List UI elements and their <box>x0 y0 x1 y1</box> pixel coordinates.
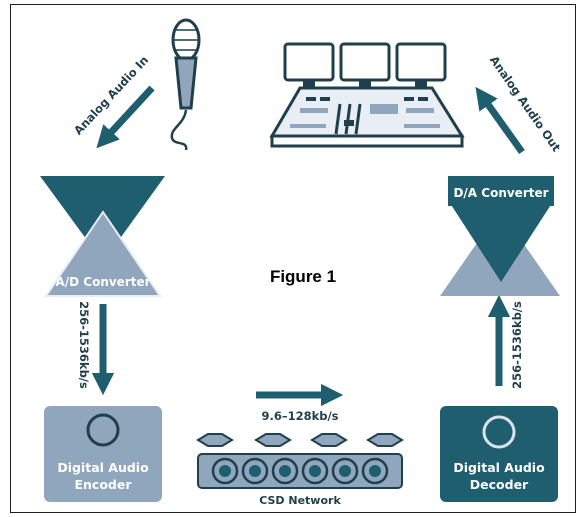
rate-right-label: 256-1536kb/s <box>510 301 524 389</box>
ad-converter-label: A/D Converter <box>55 275 150 289</box>
mixing-console-icon <box>269 42 465 148</box>
decoder-block <box>440 406 558 502</box>
rate-left-label: 256-1536kb/s <box>77 301 91 389</box>
network-label: CSD Network <box>259 494 341 507</box>
encoder-label-line1: Digital Audio <box>57 460 149 475</box>
decoder-label-line1: Digital Audio <box>453 460 545 475</box>
ad-converter-block <box>40 176 165 297</box>
decoder-label-line2: Decoder <box>470 477 529 492</box>
da-converter-label: D/A Converter <box>453 186 548 200</box>
encoder-label-line2: Encoder <box>74 477 132 492</box>
microphone-icon <box>170 18 201 151</box>
rate-network-label: 9.6–128kb/s <box>261 409 338 423</box>
da-converter-block <box>440 176 560 296</box>
analog-out-arrow <box>475 86 525 155</box>
analog-out-label: Analog Audio Out <box>487 53 564 154</box>
analog-in-arrow <box>96 85 155 149</box>
csd-network-graphic <box>196 433 404 489</box>
figure-caption: Figure 1 <box>270 267 336 286</box>
analog-in-label: Analog Audio In <box>71 53 151 138</box>
encoder-block <box>44 406 162 502</box>
